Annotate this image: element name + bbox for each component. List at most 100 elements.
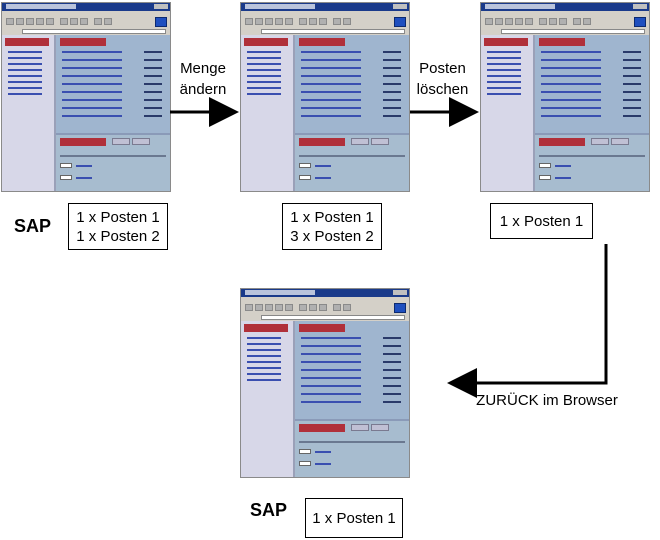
- sap-label: SAP: [14, 216, 52, 236]
- category-link: [247, 343, 281, 345]
- basket-item-link: [315, 165, 331, 167]
- quantity-input: [299, 163, 311, 168]
- address-bar: [481, 28, 649, 35]
- product-price: [623, 115, 641, 117]
- state-box-after-back: 1 x Posten 1: [305, 498, 403, 538]
- category-pane: [241, 35, 295, 191]
- mail-icon: [333, 304, 341, 311]
- quantity-input: [60, 175, 72, 180]
- product-price: [383, 345, 401, 347]
- category-link: [487, 57, 521, 59]
- window-titlebar: [481, 3, 649, 11]
- product-price: [383, 377, 401, 379]
- shopping-basket-pane: [295, 419, 409, 477]
- window-controls: [393, 4, 407, 9]
- product-row: [62, 99, 122, 101]
- product-pane-header: [60, 38, 106, 46]
- state-line: 1 x Posten 1: [76, 208, 160, 226]
- quantity-input: [539, 163, 551, 168]
- browser-toolbar: [2, 16, 170, 29]
- address-field: [261, 315, 405, 320]
- category-link: [8, 87, 42, 89]
- address-field: [22, 29, 166, 34]
- mail-icon: [333, 18, 341, 25]
- category-link: [8, 81, 42, 83]
- product-row: [541, 51, 601, 53]
- shopping-basket-pane: [295, 133, 409, 191]
- category-link: [487, 63, 521, 65]
- basket-item-link: [315, 177, 331, 179]
- basket-button: [371, 138, 389, 145]
- address-field: [501, 29, 645, 34]
- product-row: [301, 99, 361, 101]
- product-row: [541, 91, 601, 93]
- history-icon: [559, 18, 567, 25]
- window-titlebar: [2, 3, 170, 11]
- browser-screenshot: [1, 2, 171, 192]
- category-link: [247, 69, 281, 71]
- category-link: [8, 51, 42, 53]
- product-row: [541, 75, 601, 77]
- category-pane-header: [484, 38, 528, 46]
- basket-button: [371, 424, 389, 431]
- category-link: [247, 51, 281, 53]
- product-row: [301, 337, 361, 339]
- reload-icon: [275, 18, 283, 25]
- shopping-basket-header: [299, 138, 345, 146]
- basket-button: [351, 424, 369, 431]
- window-controls: [393, 290, 407, 295]
- stop-icon: [265, 18, 273, 25]
- window-title: [245, 4, 315, 9]
- state-line: 1 x Posten 1: [312, 509, 396, 527]
- product-price: [623, 59, 641, 61]
- product-row: [541, 59, 601, 61]
- category-link: [247, 63, 281, 65]
- product-row: [541, 107, 601, 109]
- product-price: [383, 385, 401, 387]
- category-pane: [481, 35, 535, 191]
- home-icon: [46, 18, 54, 25]
- window-titlebar: [241, 3, 409, 11]
- basket-item-link: [76, 177, 92, 179]
- category-link: [247, 75, 281, 77]
- product-price: [383, 353, 401, 355]
- quantity-input: [299, 175, 311, 180]
- print-icon: [583, 18, 591, 25]
- product-pane-header: [299, 38, 345, 46]
- browser-logo-icon: [155, 17, 167, 27]
- category-link: [8, 63, 42, 65]
- category-link: [247, 367, 281, 369]
- product-price: [383, 107, 401, 109]
- browser-toolbar: [241, 302, 409, 315]
- category-link: [487, 87, 521, 89]
- product-price: [144, 99, 162, 101]
- category-link: [247, 93, 281, 95]
- basket-header-row: [539, 155, 645, 157]
- product-price: [383, 51, 401, 53]
- product-row: [301, 59, 361, 61]
- product-pane: [535, 35, 649, 133]
- product-row: [62, 107, 122, 109]
- home-icon: [285, 304, 293, 311]
- search-icon: [60, 18, 68, 25]
- category-link: [247, 349, 281, 351]
- product-row: [301, 345, 361, 347]
- browser-logo-icon: [634, 17, 646, 27]
- state-box-initial: 1 x Posten 1 1 x Posten 2: [68, 203, 168, 250]
- print-icon: [343, 18, 351, 25]
- product-price: [383, 99, 401, 101]
- shopping-basket-header: [299, 424, 345, 432]
- product-price: [623, 107, 641, 109]
- product-row: [301, 51, 361, 53]
- product-row: [301, 401, 361, 403]
- stop-icon: [505, 18, 513, 25]
- product-price: [623, 75, 641, 77]
- product-price: [144, 67, 162, 69]
- product-price: [144, 115, 162, 117]
- product-price: [383, 337, 401, 339]
- product-row: [62, 59, 122, 61]
- category-link: [487, 75, 521, 77]
- product-price: [623, 67, 641, 69]
- window-title: [245, 290, 315, 295]
- category-link: [487, 69, 521, 71]
